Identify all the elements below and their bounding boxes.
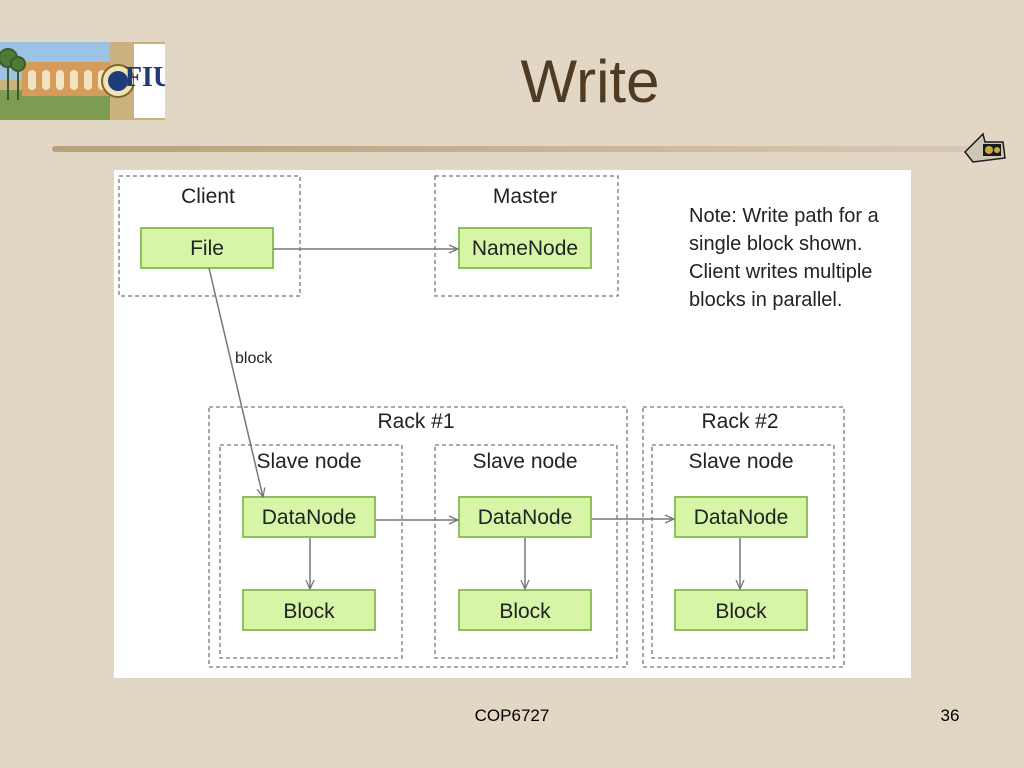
datanode-3-label: DataNode (694, 506, 789, 529)
slide-number: 36 (940, 706, 960, 725)
note-line: Client writes multiple (689, 261, 872, 283)
note-line: Note: Write path for a (689, 205, 880, 227)
file-node-label: File (190, 237, 224, 260)
datanode-1: DataNode (242, 496, 376, 538)
title-divider (52, 146, 972, 152)
datanode-1-label: DataNode (262, 506, 357, 529)
slave-node-1-label: Slave node (256, 450, 361, 473)
block-3-label: Block (715, 600, 767, 623)
slave-node-2 (434, 444, 618, 659)
slave-node-2-label: Slave node (472, 450, 577, 473)
slave-node-1 (219, 444, 403, 659)
datanode-2: DataNode (458, 496, 592, 538)
block-1: Block (242, 589, 376, 631)
block-1-label: Block (283, 600, 335, 623)
note-line: single block shown. (689, 233, 862, 255)
block-2: Block (458, 589, 592, 631)
note-line: blocks in parallel. (689, 289, 842, 311)
fiu-logo-text: FIU (125, 62, 165, 93)
block-edge-label: block (235, 350, 273, 367)
file-node: File (140, 227, 274, 269)
block-2-label: Block (499, 600, 551, 623)
rack2-label: Rack #2 (701, 410, 778, 433)
master-group (434, 175, 619, 297)
datanode-2-label: DataNode (478, 506, 573, 529)
slave-node-3 (651, 444, 835, 659)
client-group (118, 175, 301, 297)
note-text: Note: Write path for a single block show… (689, 205, 880, 311)
rack1-label: Rack #1 (377, 410, 454, 433)
datanode-3: DataNode (674, 496, 808, 538)
master-group-label: Master (493, 185, 557, 208)
fiu-logo: FIU (0, 42, 165, 120)
slave-node-3-label: Slave node (688, 450, 793, 473)
block-3: Block (674, 589, 808, 631)
namenode-node-label: NameNode (472, 237, 578, 260)
slide-title: Write (520, 48, 660, 115)
client-group-label: Client (181, 185, 235, 208)
file-to-datanode-arrow (208, 267, 263, 497)
namenode-node: NameNode (458, 227, 592, 269)
footer-course: COP6727 (474, 706, 550, 725)
purdue-train-emblem-icon (963, 128, 1007, 168)
rack1-group (208, 406, 628, 668)
hdfs-write-diagram: Client Master Rack #1 Rack #2 Slave node… (114, 170, 911, 678)
rack2-group (642, 406, 845, 668)
